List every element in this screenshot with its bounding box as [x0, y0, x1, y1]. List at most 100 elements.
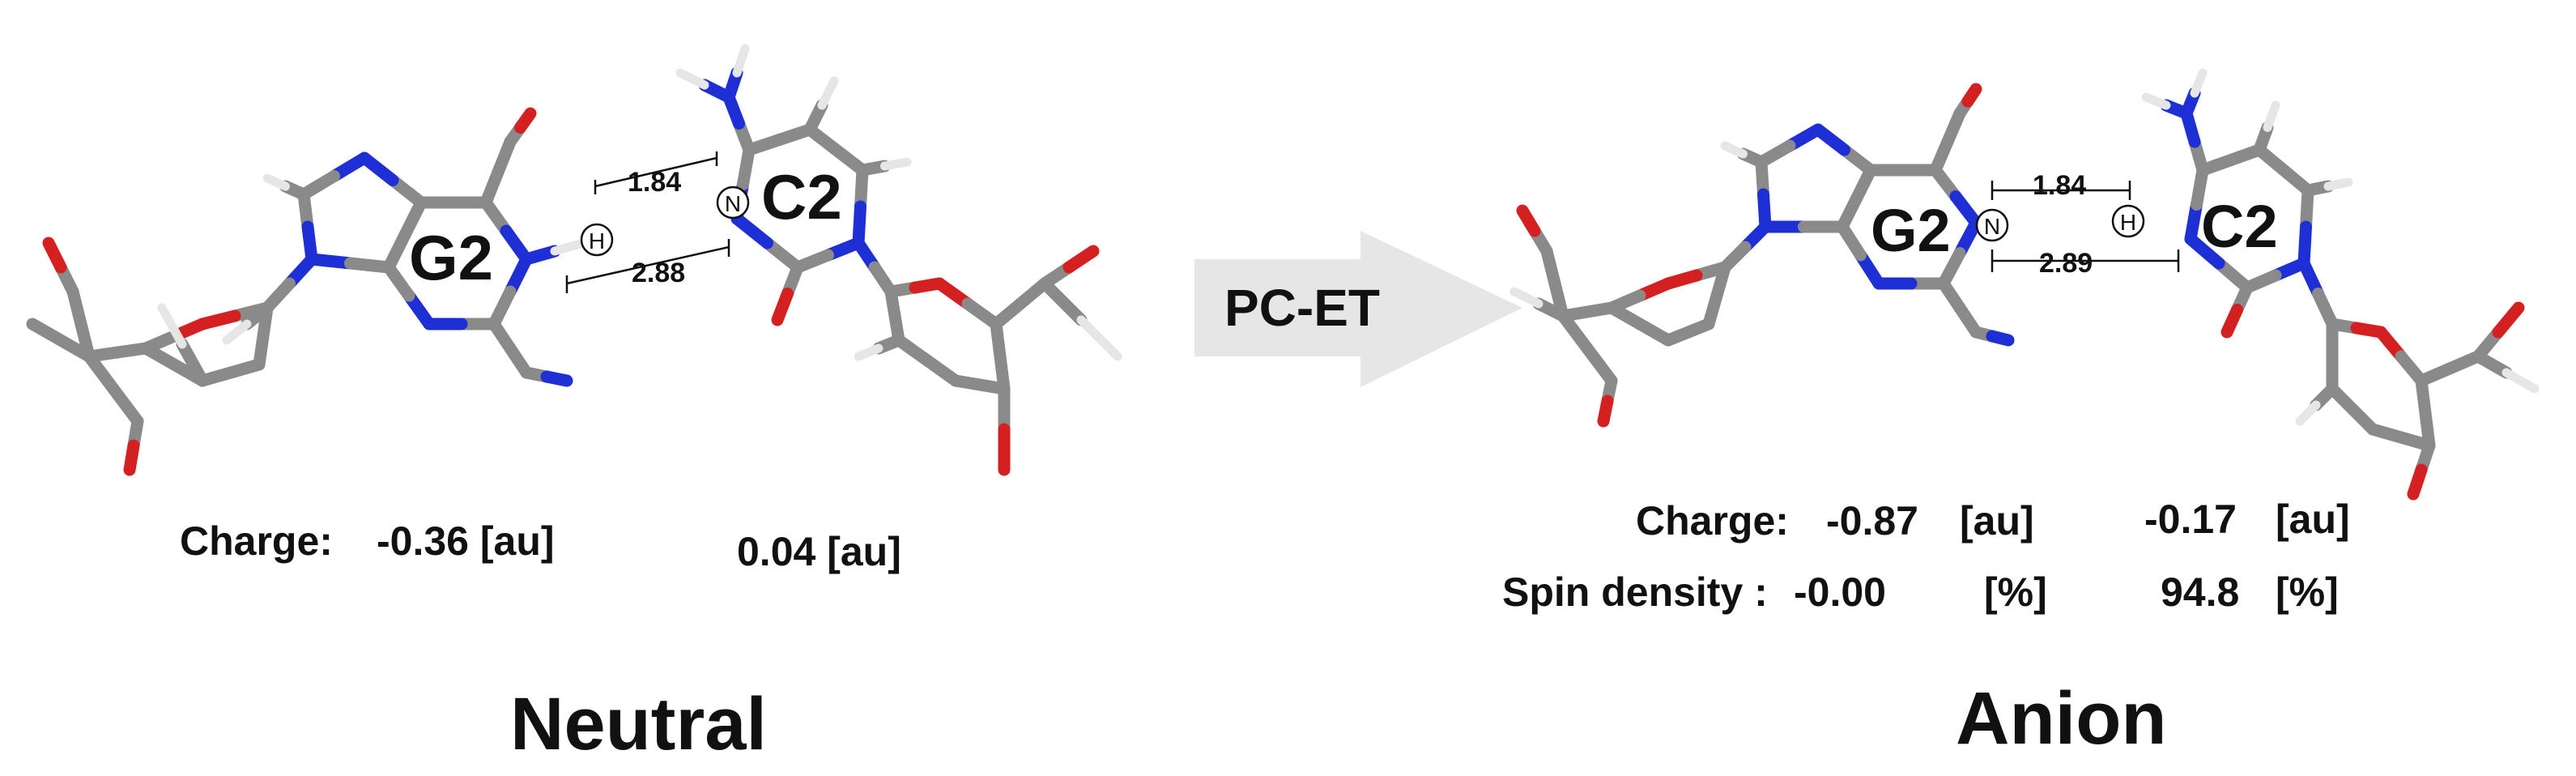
neutral-guanine-atom	[561, 375, 573, 386]
neutral-cytosine-atom	[1113, 352, 1122, 360]
neutral-cytosine-bond	[732, 44, 750, 78]
anion-cytosine-atom	[2327, 383, 2338, 394]
anion-guanine-atom	[1837, 221, 1848, 232]
neutral-guanine-atom	[140, 343, 151, 354]
anion-cytosine-atom	[2375, 326, 2387, 338]
neutral-title: Neutral	[510, 683, 767, 765]
neutral-guanine-atom	[263, 174, 271, 182]
anion-guanine-label: G2	[1871, 197, 1951, 264]
neutral-guanine-atom	[132, 416, 143, 427]
neutral-guanine-atom	[43, 237, 54, 249]
anion-cytosine-atom	[2142, 93, 2150, 101]
anion-cytosine-bond	[2501, 368, 2540, 394]
anion-guanine-atom	[1970, 326, 1982, 338]
anion-guanine-atom	[1721, 142, 1729, 150]
anion-guanine-bond	[1556, 309, 1594, 355]
anion-guanine-atom	[1938, 278, 1949, 289]
neutral-guanine-atom	[415, 197, 427, 208]
anion-cytosine-atom	[2221, 326, 2233, 338]
anion-cytosine-atom	[2531, 385, 2539, 393]
anion-cytosine-atom	[2181, 108, 2192, 119]
neutral-guanine-atom	[67, 286, 79, 297]
neutral-guanine-atom	[306, 254, 317, 265]
anion-cytosine-atom	[2327, 318, 2338, 330]
neutral-cytosine-atom	[1088, 245, 1099, 257]
anion-cytosine-atom	[2298, 258, 2310, 269]
neutral-cytosine-atom	[792, 262, 803, 273]
neutral-distance-bottom: 2.88	[632, 258, 685, 288]
neutral-guanine-atom	[383, 262, 394, 273]
anion-charge-g-unit: [au]	[1960, 498, 2034, 544]
neutral-cytosine-atom	[885, 286, 896, 297]
anion-guanine-atom	[1663, 335, 1674, 346]
neutral-guanine-atom	[480, 197, 492, 208]
anion-guanine-atom	[1598, 416, 1609, 427]
anion-n-atom-label: N	[1984, 214, 2000, 239]
neutral-charge-g: -0.36 [au]	[377, 518, 555, 564]
anion-cytosine-bond	[2212, 257, 2254, 294]
anion-charge-c-unit: [au]	[2276, 497, 2350, 542]
neutral-cytosine-bond	[817, 76, 839, 110]
neutral-cytosine-atom	[934, 278, 945, 289]
neutral-guanine-bond	[305, 253, 356, 270]
anion-guanine-atom	[1760, 221, 1771, 232]
neutral-guanine-atom	[253, 359, 265, 370]
anion-h-atom-marker: H	[2111, 204, 2145, 238]
anion-distance-markers	[1991, 181, 2180, 272]
neutral-guanine-bond	[107, 382, 144, 428]
neutral-cytosine-atom	[990, 318, 1002, 330]
anion-guanine-atom	[2003, 335, 2014, 346]
neutral-guanine-atom	[262, 302, 273, 313]
anion-cytosine-atom	[2199, 69, 2207, 77]
neutral-cytosine-bond	[1076, 315, 1122, 361]
anion-title: Anion	[1956, 677, 2167, 760]
anion-h-atom-label: H	[2120, 210, 2136, 235]
anion-guanine-atom	[1812, 124, 1824, 135]
neutral-panel: G2 C2 1.84 2.88 H N Charge: -0.36 [au] 0…	[180, 151, 901, 765]
neutral-guanine-bond	[157, 303, 187, 349]
neutral-guanine-atom	[488, 318, 500, 330]
anion-cytosine-atom	[2367, 424, 2378, 435]
neutral-guanine-atom	[424, 318, 435, 330]
anion-guanine-bond	[1581, 342, 1618, 387]
neutral-cytosine-atom	[950, 375, 961, 386]
anion-charge-g: -0.87	[1826, 498, 1918, 544]
neutral-guanine-atom	[197, 375, 208, 386]
anion-guanine-atom	[1930, 164, 1941, 176]
molecular-atoms	[27, 45, 2539, 500]
anion-cytosine-atom	[2424, 440, 2435, 451]
anion-cytosine-atom	[2296, 417, 2304, 425]
neutral-cytosine-bond	[730, 212, 773, 249]
neutral-cytosine-bond	[675, 68, 709, 90]
neutral-guanine-atom	[223, 336, 231, 344]
pcet-arrow-shape	[1194, 231, 1522, 387]
neutral-cytosine-atom	[998, 464, 1010, 475]
anion-cytosine-atom	[2513, 302, 2524, 313]
anion-guanine-atom	[1606, 375, 1617, 386]
neutral-guanine-bond	[344, 257, 395, 274]
neutral-guanine-atom	[124, 464, 135, 475]
neutral-cytosine-label: C2	[761, 161, 842, 232]
anion-charge-label: Charge:	[1636, 498, 1789, 544]
anion-guanine-atom	[1756, 156, 1767, 168]
anion-cytosine-bond	[2297, 220, 2312, 270]
neutral-charge-c: 0.04 [au]	[737, 529, 901, 574]
neutral-cytosine-bond	[852, 200, 866, 249]
neutral-cytosine-bond	[761, 237, 804, 274]
neutral-guanine-atom	[298, 189, 309, 200]
anion-cytosine-atom	[2272, 101, 2280, 109]
neutral-guanine-label: G2	[409, 222, 493, 293]
neutral-cytosine-atom	[854, 352, 862, 360]
anion-distance-top: 1.84	[2033, 170, 2086, 201]
anion-cytosine-atom	[2197, 164, 2208, 176]
pcet-arrow-label: PC-ET	[1224, 279, 1380, 337]
anion-guanine-atom	[1865, 164, 1876, 176]
neutral-cytosine-atom	[804, 124, 815, 135]
neutral-guanine-bond	[83, 350, 120, 395]
neutral-guanine-atom	[27, 318, 38, 330]
neutral-cytosine-atom	[723, 92, 734, 103]
neutral-guanine-atom	[158, 304, 166, 312]
anion-cytosine-atom	[2302, 185, 2314, 196]
anion-guanine-atom	[1510, 288, 1518, 296]
